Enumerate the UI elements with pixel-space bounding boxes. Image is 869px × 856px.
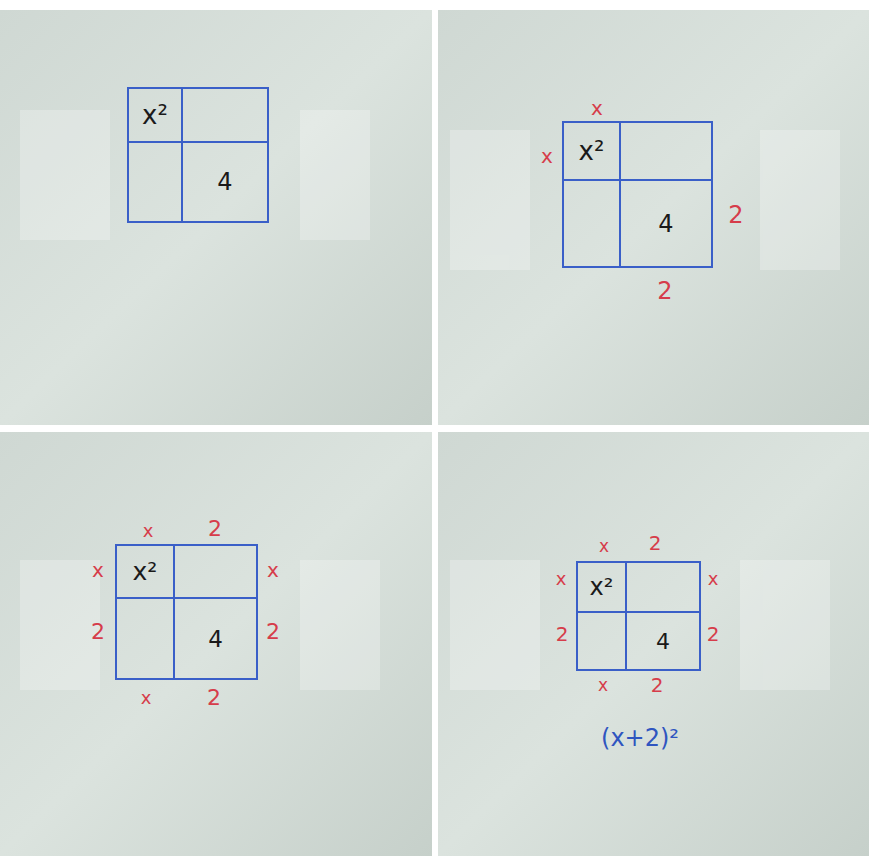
square-cell: x² xyxy=(577,562,626,612)
side-length-label: 2 xyxy=(651,673,664,697)
area-label: x² xyxy=(133,557,158,586)
area-label: x² xyxy=(590,573,614,601)
area-label: 4 xyxy=(656,629,670,654)
area-label: 4 xyxy=(658,210,673,238)
side-length-label: x xyxy=(141,687,152,708)
side-length-label: x xyxy=(267,558,279,582)
square-grid xyxy=(116,88,712,679)
square-cell: x² xyxy=(128,88,182,142)
photo-panel xyxy=(0,10,432,425)
side-length-label: x xyxy=(92,558,104,582)
side-length-label: x xyxy=(541,144,553,168)
side-length-label: 2 xyxy=(556,622,569,646)
square-cell: 4 xyxy=(620,180,712,267)
square-cell: 4 xyxy=(174,598,257,679)
side-length-label: 2 xyxy=(707,622,720,646)
area-label: 4 xyxy=(217,168,232,196)
window-reflection xyxy=(20,110,840,690)
photo-panel xyxy=(0,432,432,856)
square-cell: 4 xyxy=(626,612,700,670)
side-length-label: x xyxy=(143,520,154,541)
side-length-label: 2 xyxy=(208,516,222,541)
formula-label: (x+2)² xyxy=(601,724,679,752)
side-length-label: x xyxy=(708,568,719,589)
side-length-label: 2 xyxy=(91,619,105,644)
area-label: x² xyxy=(142,100,168,130)
side-length-label: x xyxy=(556,568,567,589)
photo-panel xyxy=(438,10,869,425)
side-length-label: x xyxy=(598,675,608,695)
square-cell: 4 xyxy=(182,142,268,222)
area-label: x² xyxy=(579,136,605,166)
side-length-label: 2 xyxy=(657,277,672,305)
square-cell: x² xyxy=(563,122,620,180)
photo-panel xyxy=(438,432,869,856)
area-label: 4 xyxy=(208,626,223,652)
side-length-label: 2 xyxy=(207,685,221,710)
side-length-label: x xyxy=(599,536,609,556)
square-cell: x² xyxy=(116,545,174,598)
side-length-label: 2 xyxy=(728,201,743,229)
side-length-label: 2 xyxy=(649,531,662,555)
side-length-label: x xyxy=(591,96,603,120)
side-length-label: 2 xyxy=(266,619,280,644)
